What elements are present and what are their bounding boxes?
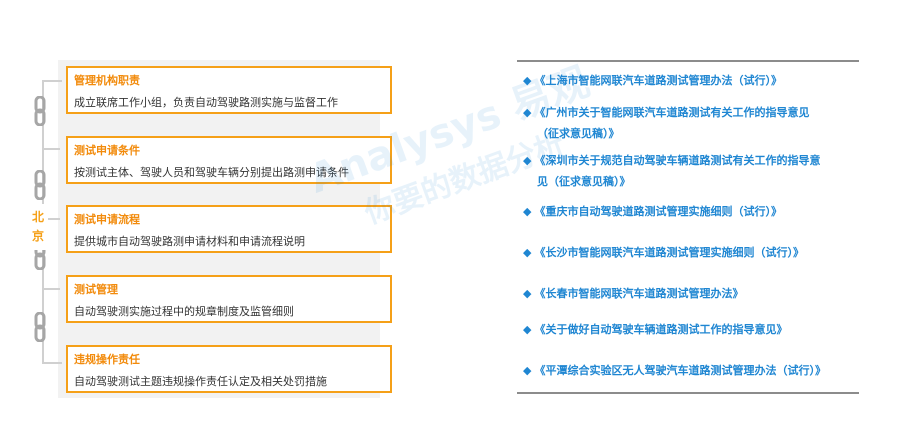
regulation-text: 《深圳市关于规范自动驾驶车辆道路测试有关工作的指导意 [534, 154, 821, 167]
regulation-item: ◆《重庆市自动驾驶道路测试管理实施细则（试行）》 [523, 201, 863, 222]
chain-link-icon [34, 312, 46, 342]
card-title: 测试申请流程 [74, 213, 140, 226]
regulation-text: 《长沙市智能网联汽车道路测试管理实施细则（试行）》 [534, 246, 804, 259]
regulation-item: ◆《长沙市智能网联汽车道路测试管理实施细则（试行）》 [523, 242, 863, 263]
policy-card: 管理机构职责 成立联席工作小组，负责自动驾驶路测实施与监督工作 [66, 66, 392, 114]
diamond-bullet-icon: ◆ [523, 246, 532, 259]
policy-card: 违规操作责任 自动驾驶测试主题违规操作责任认定及相关处罚措施 [66, 345, 392, 393]
regulation-text: 《长春市智能网联汽车道路测试管理办法》 [534, 287, 744, 300]
regulation-item: ◆《广州市关于智能网联汽车道路测试有关工作的指导意见 （征求意见稿）》 [523, 102, 863, 144]
bottom-divider [517, 392, 859, 394]
top-divider [517, 60, 859, 62]
diamond-bullet-icon: ◆ [523, 154, 532, 167]
regulation-text: 《重庆市自动驾驶道路测试管理实施细则（试行）》 [534, 205, 782, 218]
regulation-item: ◆《平潭综合实验区无人驾驶汽车道路测试管理办法（试行）》 [523, 360, 863, 381]
diamond-bullet-icon: ◆ [523, 287, 532, 300]
diamond-bullet-icon: ◆ [523, 74, 532, 87]
card-description: 自动驾驶测实施过程中的规章制度及监管细则 [74, 305, 294, 318]
policy-card: 测试申请流程 提供城市自动驾驶路测申请材料和申请流程说明 [66, 205, 392, 253]
diamond-bullet-icon: ◆ [523, 364, 532, 377]
card-title: 测试申请条件 [74, 144, 140, 157]
regulation-text: 《广州市关于智能网联汽车道路测试有关工作的指导意见 [534, 106, 810, 119]
card-description: 提供城市自动驾驶路测申请材料和申请流程说明 [74, 235, 305, 248]
regulation-item: ◆《长春市智能网联汽车道路测试管理办法》 [523, 283, 863, 304]
timeline-tick [42, 288, 60, 290]
regulation-text: 《关于做好自动驾驶车辆道路测试工作的指导意见》 [534, 323, 788, 336]
regulation-item: ◆《上海市智能网联汽车道路测试管理办法（试行）》 [523, 70, 863, 91]
policy-card: 测试管理 自动驾驶测实施过程中的规章制度及监管细则 [66, 275, 392, 323]
card-title: 测试管理 [74, 283, 118, 296]
regulation-text-cont: （征求意见稿）》 [537, 127, 620, 140]
city-char: 北 [31, 210, 44, 224]
card-title: 违规操作责任 [74, 353, 140, 366]
chain-link-icon [34, 96, 46, 126]
city-char: 京 [31, 229, 44, 243]
diamond-bullet-icon: ◆ [523, 323, 532, 336]
card-description: 成立联席工作小组，负责自动驾驶路测实施与监督工作 [74, 96, 338, 109]
regulation-text: 《平潭综合实验区无人驾驶汽车道路测试管理办法（试行）》 [534, 364, 826, 377]
chain-link-icon [34, 170, 46, 200]
timeline-tick [42, 218, 60, 220]
timeline-tick [42, 148, 60, 150]
card-description: 按测试主体、驾驶人员和驾驶车辆分别提出路测申请条件 [74, 166, 349, 179]
regulation-item: ◆《深圳市关于规范自动驾驶车辆道路测试有关工作的指导意 见（征求意见稿）》 [523, 150, 863, 192]
diamond-bullet-icon: ◆ [523, 106, 532, 119]
policy-card: 测试申请条件 按测试主体、驾驶人员和驾驶车辆分别提出路测申请条件 [66, 136, 392, 184]
city-label: 北 京 [28, 204, 48, 250]
card-title: 管理机构职责 [74, 74, 140, 87]
regulation-text-cont: 见（征求意见稿）》 [537, 175, 631, 188]
regulation-item: ◆《关于做好自动驾驶车辆道路测试工作的指导意见》 [523, 319, 863, 340]
diamond-bullet-icon: ◆ [523, 205, 532, 218]
card-description: 自动驾驶测试主题违规操作责任认定及相关处罚措施 [74, 375, 327, 388]
regulation-text: 《上海市智能网联汽车道路测试管理办法（试行）》 [534, 74, 782, 87]
